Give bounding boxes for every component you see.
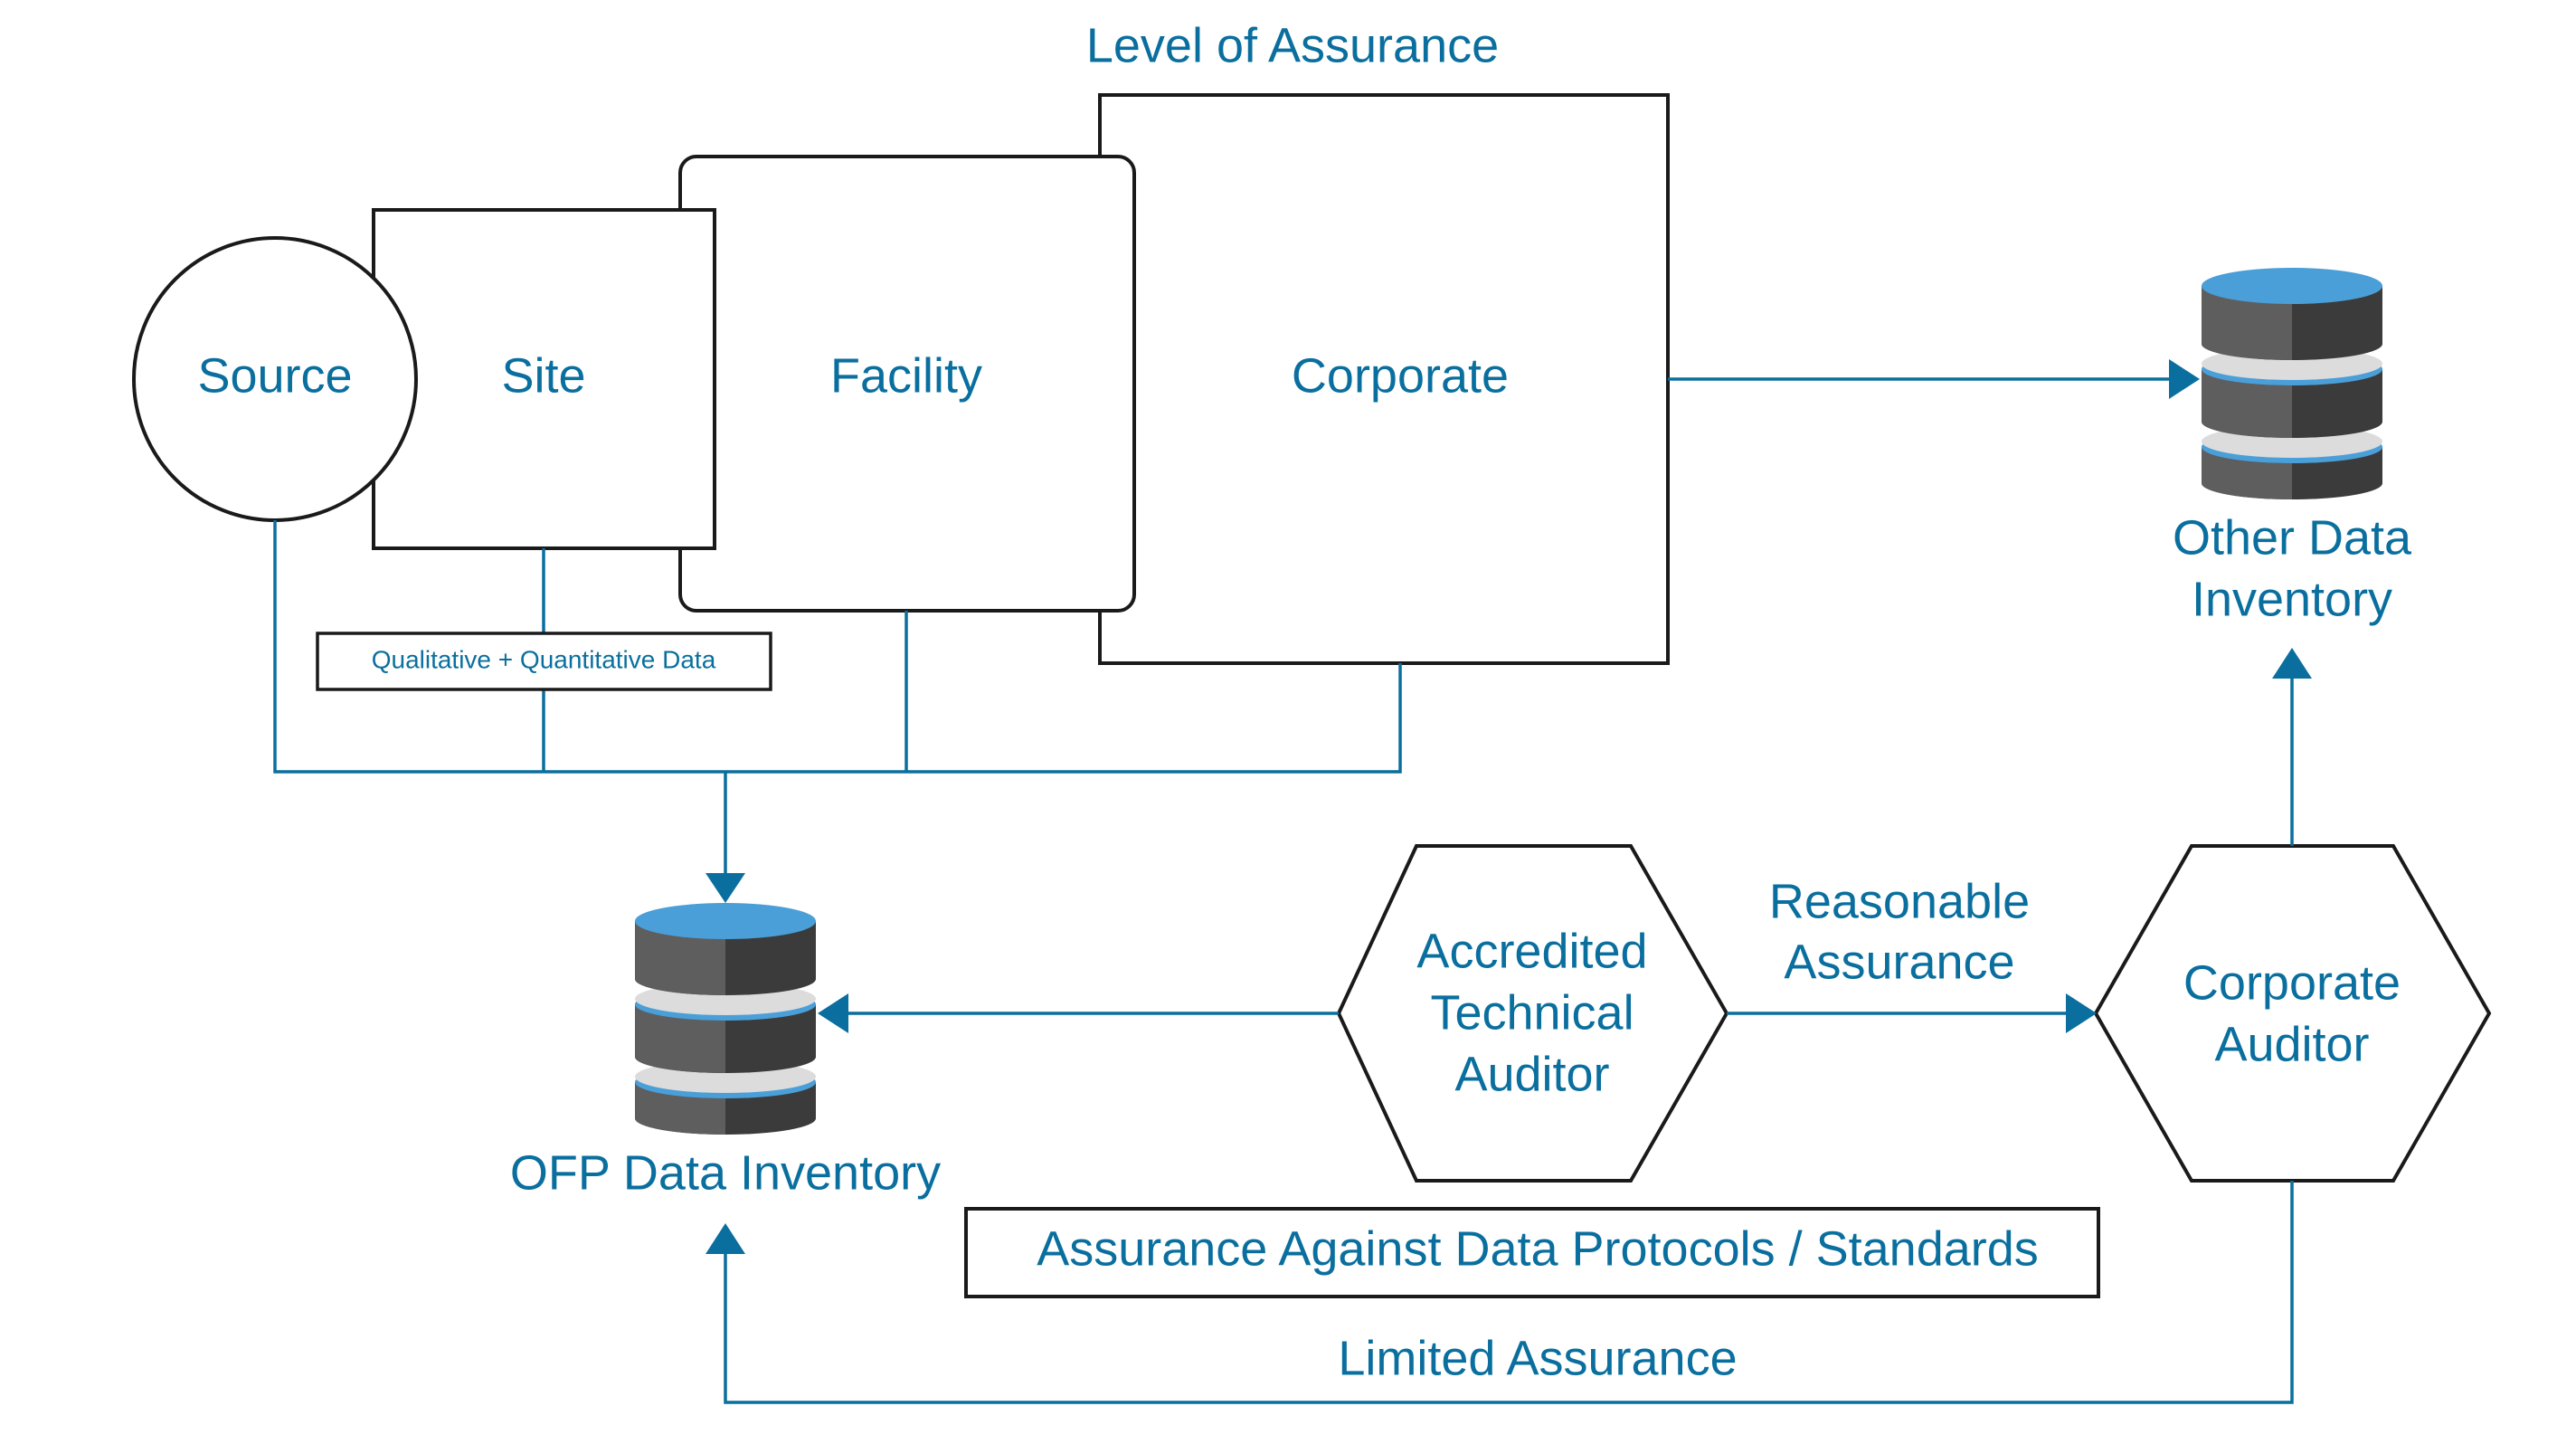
level-of-assurance-title: Level of Assurance [1086, 18, 1499, 72]
protocols-label: Assurance Against Data Protocols / Stand… [1037, 1221, 2039, 1276]
arrow-right-to-corp-auditor [2066, 993, 2097, 1033]
accredited-auditor-line1: Accredited [1416, 924, 1647, 978]
database-icon [635, 903, 816, 1135]
limited-assurance-line [724, 1181, 2294, 1404]
accredited-auditor-line2: Technical [1430, 985, 1634, 1040]
site-label: Site [501, 348, 585, 403]
qual-quant-box [316, 632, 772, 691]
qual-quant-label: Qualitative + Quantitative Data [372, 645, 716, 673]
arrow-left-to-ofp [818, 993, 848, 1033]
reasonable-assurance-line1: Reasonable [1769, 874, 2030, 928]
facility-label: Facility [830, 348, 982, 403]
arrow-up-to-ofp [706, 1223, 745, 1254]
corporate-box [1098, 93, 1670, 665]
corporate-auditor-line1: Corporate [2183, 955, 2401, 1010]
corporate-auditor-hexagon [2093, 844, 2492, 1183]
limited-assurance-label: Limited Assurance [1338, 1331, 1737, 1385]
corporate-auditor-line2: Auditor [2214, 1017, 2369, 1071]
other-inventory-label-line2: Inventory [2192, 572, 2392, 626]
other-inventory-label-line1: Other Data [2173, 510, 2412, 565]
reasonable-assurance-line2: Assurance [1784, 935, 2014, 989]
corporate-label: Corporate [1292, 348, 1509, 403]
accredited-auditor-line3: Auditor [1454, 1047, 1609, 1101]
database-icon [2202, 268, 2382, 499]
source-label: Source [197, 348, 352, 403]
arrow-down-to-ofp [706, 873, 745, 903]
ofp-inventory-label: OFP Data Inventory [510, 1145, 941, 1200]
site-box [372, 208, 716, 550]
arrow-up-to-other [2272, 648, 2312, 679]
protocols-box [964, 1207, 2100, 1298]
collector-bus [273, 520, 1402, 774]
arrow-right-to-other [2169, 359, 2200, 399]
